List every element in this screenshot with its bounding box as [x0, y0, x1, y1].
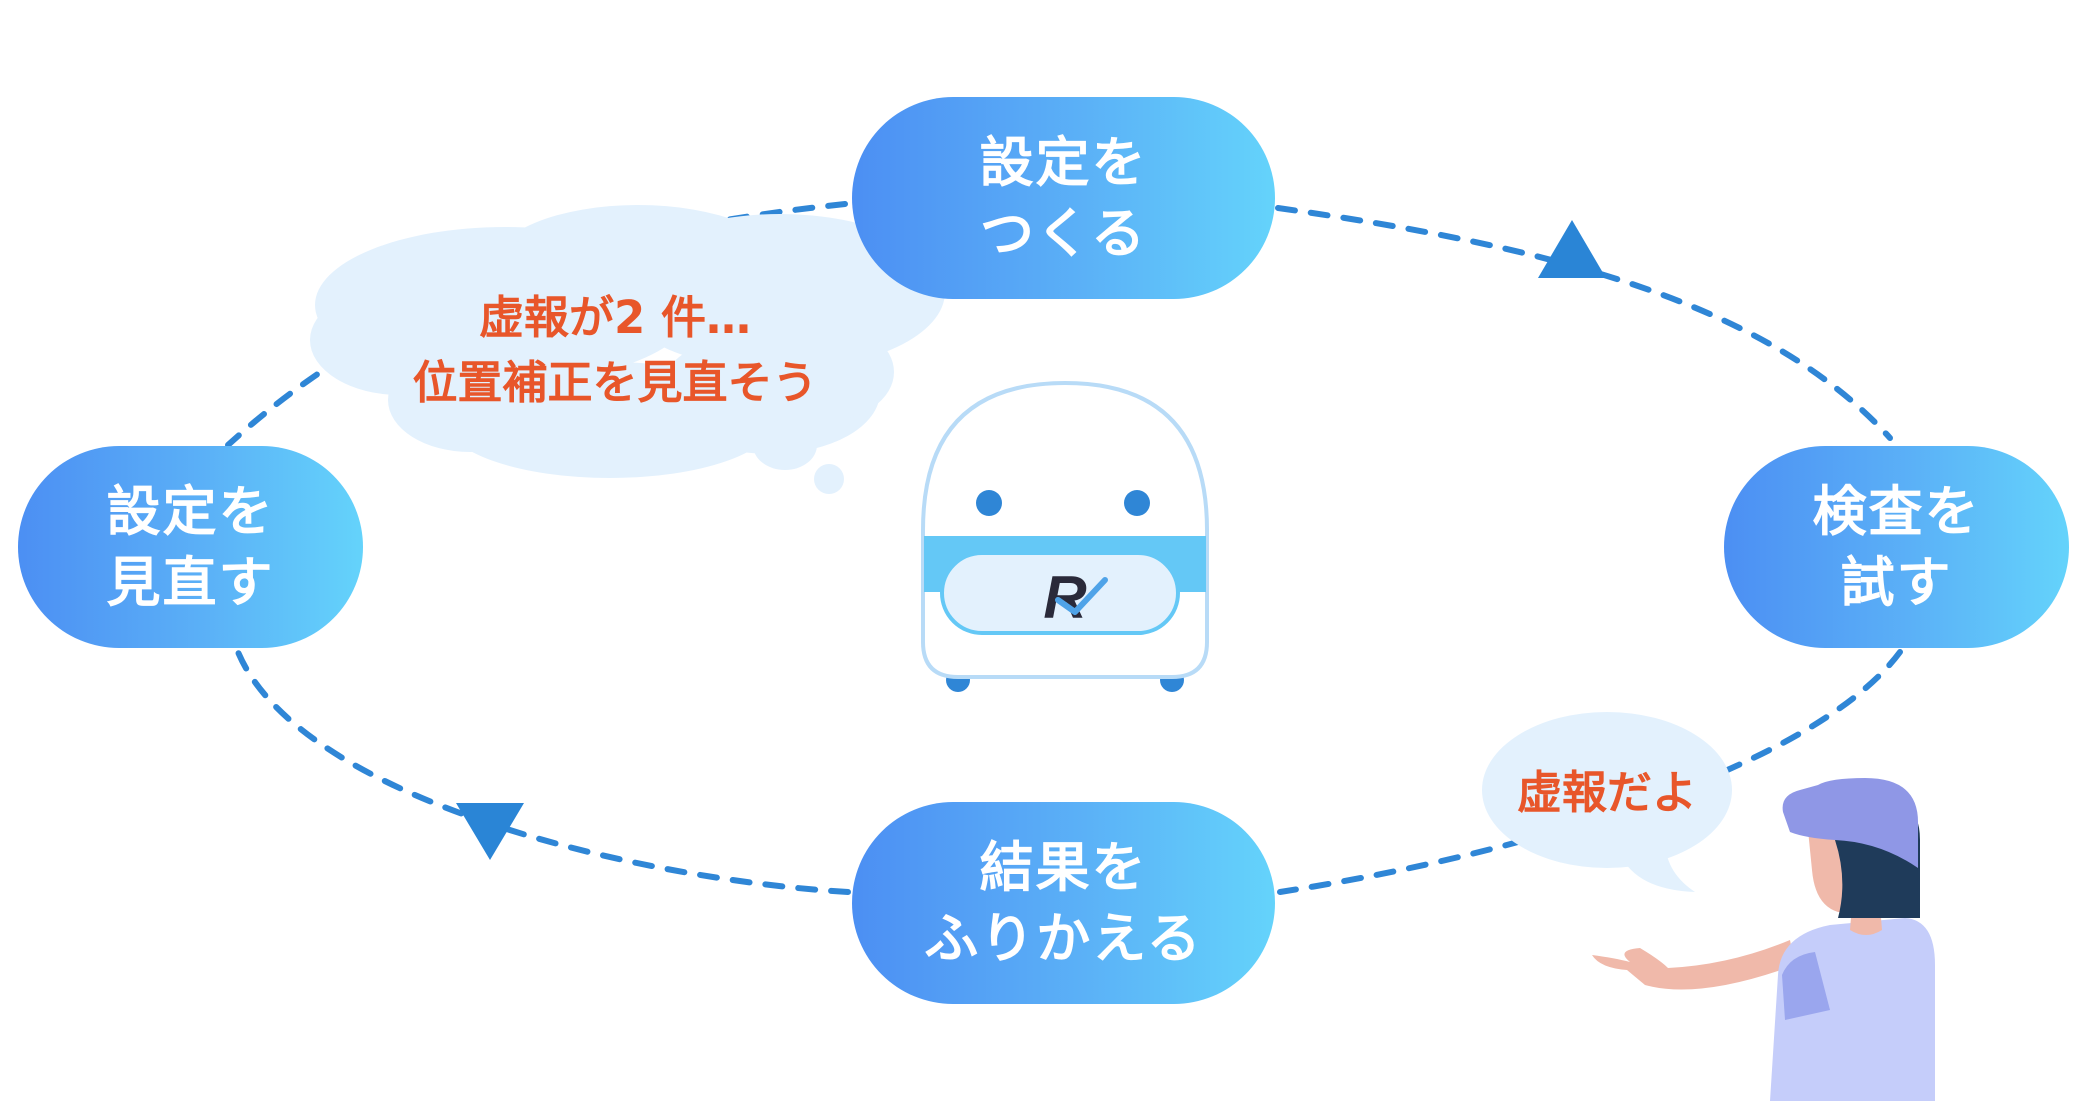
cycle-segment-bottom-left [235, 649, 851, 895]
person-illustration [1592, 778, 1935, 1101]
robot: R [921, 380, 1209, 692]
step-revise-line1: 設定を [106, 479, 275, 543]
step-test-line2: 試す [1840, 551, 1953, 614]
robot-eye-left [976, 490, 1002, 516]
arrow-up-icon [1538, 220, 1606, 278]
person-speech-line: 虚報だよ [1516, 766, 1697, 819]
robot-thought-text: 虚報が2 件… 位置補正を見直そう [380, 285, 850, 416]
robot-eye-right [1124, 490, 1150, 516]
person-arm [1592, 940, 1795, 990]
check-icon [1055, 577, 1108, 615]
cycle-segment-top-right [1275, 205, 1893, 441]
person-sleeve [1782, 952, 1830, 1020]
step-revise-settings: 設定を 見直す [18, 446, 363, 648]
thought-cloud [310, 205, 945, 494]
robot-thought-line1: 虚報が2 件… [479, 291, 751, 344]
robot-badge-letter: R [1043, 564, 1086, 631]
robot-mouth-panel [940, 551, 1180, 635]
step-create-line1: 設定を [979, 130, 1148, 194]
step-create-line2: つくる [980, 202, 1147, 265]
person-speech-text: 虚報だよ [1482, 760, 1732, 825]
step-test-line1: 検査を [1812, 479, 1981, 543]
step-review-line1: 結果を [979, 835, 1148, 899]
robot-thought-line2: 位置補正を見直そう [412, 356, 818, 410]
step-test-inspection: 検査を 試す [1724, 446, 2069, 648]
cap-icon [1782, 778, 1918, 868]
step-review-results: 結果を ふりかえる [852, 802, 1275, 1004]
arrow-down-icon [456, 803, 524, 860]
thought-dot [814, 464, 844, 494]
step-revise-line2: 見直す [106, 551, 275, 614]
step-create-settings: 設定を つくる [852, 97, 1275, 299]
speech-bubble [1482, 712, 1732, 892]
step-review-line2: ふりかえる [924, 907, 1203, 970]
